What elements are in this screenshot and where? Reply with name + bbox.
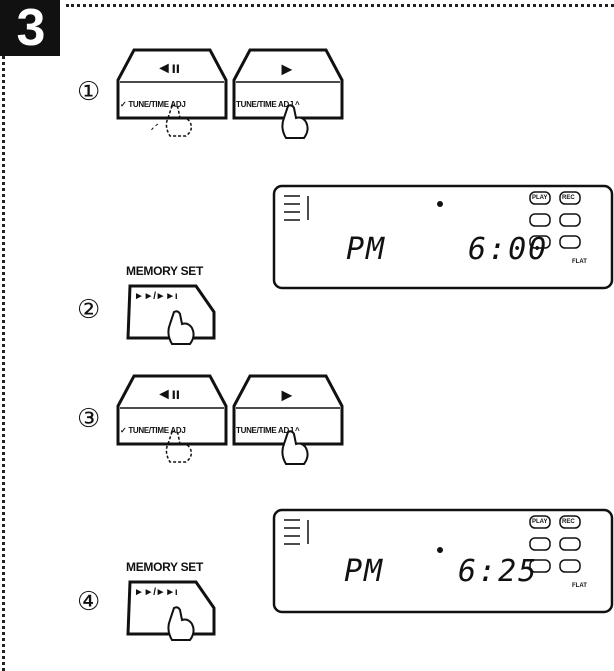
step-marker: ③ <box>77 404 101 434</box>
mode-label: FLAT <box>572 259 587 265</box>
fast-forward-icon: ►►/►►ı <box>134 587 178 598</box>
mode-label: FLAT <box>572 583 587 589</box>
lcd-time: 6:25 <box>458 554 539 589</box>
memory-set-button-shape <box>126 284 216 340</box>
step-marker: ① <box>77 77 101 107</box>
lcd-display: PM 6:00 PLAY REC FLAT <box>272 184 614 295</box>
top-dotted-divider <box>66 4 614 7</box>
pressing-finger-icon <box>281 430 309 465</box>
step-marker: ② <box>77 295 101 325</box>
mode-label: REC <box>562 195 575 201</box>
tune-up-button[interactable]: ► TUNE/TIME ADJ ^ <box>232 40 344 139</box>
memory-set-button[interactable]: ►►/►►ı <box>126 282 218 345</box>
lcd-period: PM <box>344 554 385 589</box>
pressing-finger-icon <box>167 310 195 345</box>
fast-forward-icon: ►►/►►ı <box>134 291 178 302</box>
play-icon: ► <box>278 59 296 79</box>
tune-down-label: ✓ TUNE/TIME ADJ <box>120 100 186 109</box>
memory-set-label: MEMORY SET <box>126 560 204 574</box>
lcd-frame <box>272 508 614 614</box>
step-marker: ④ <box>77 587 101 617</box>
tune-up-button-shape <box>232 374 344 446</box>
tune-up-label: TUNE/TIME ADJ ^ <box>236 100 300 109</box>
lcd-period: PM <box>346 232 387 267</box>
pressing-finger-dashed-icon <box>165 104 193 137</box>
lcd-frame <box>272 184 614 290</box>
memory-set-button-shape <box>126 580 216 636</box>
pressing-finger-dashed-icon <box>165 430 193 463</box>
play-icon: ► <box>278 385 296 405</box>
tune-down-button-shape <box>116 374 228 446</box>
left-dotted-divider <box>2 56 5 671</box>
pause-rewind-icon: ◄ıı <box>156 386 180 403</box>
tune-up-button[interactable]: ► TUNE/TIME ADJ ^ <box>232 366 344 465</box>
pause-rewind-icon: ◄ıı <box>156 60 180 77</box>
tune-down-button[interactable]: ◄ıı ✓ TUNE/TIME ADJ <box>116 366 228 463</box>
memory-set-button[interactable]: ►►/►►ı <box>126 578 218 641</box>
memory-set-label: MEMORY SET <box>126 264 204 278</box>
pressing-finger-icon <box>167 606 195 641</box>
mode-label: PLAY <box>532 519 548 525</box>
mode-label: PLAY <box>532 195 548 201</box>
tune-up-label: TUNE/TIME ADJ ^ <box>236 426 300 435</box>
lcd-display: PM 6:25 PLAY REC FLAT <box>272 508 614 619</box>
tune-up-button-shape <box>232 48 344 120</box>
tune-down-button-shape <box>116 48 228 130</box>
tune-down-label: ✓ TUNE/TIME ADJ <box>120 426 186 435</box>
lcd-time: 6:00 <box>468 232 549 267</box>
pressing-finger-icon <box>281 104 309 139</box>
step-number-badge: 3 <box>0 0 60 56</box>
mode-label: REC <box>562 519 575 525</box>
tune-down-button[interactable]: ◄ıı ✓ TUNE/TIME ADJ <box>116 40 228 137</box>
